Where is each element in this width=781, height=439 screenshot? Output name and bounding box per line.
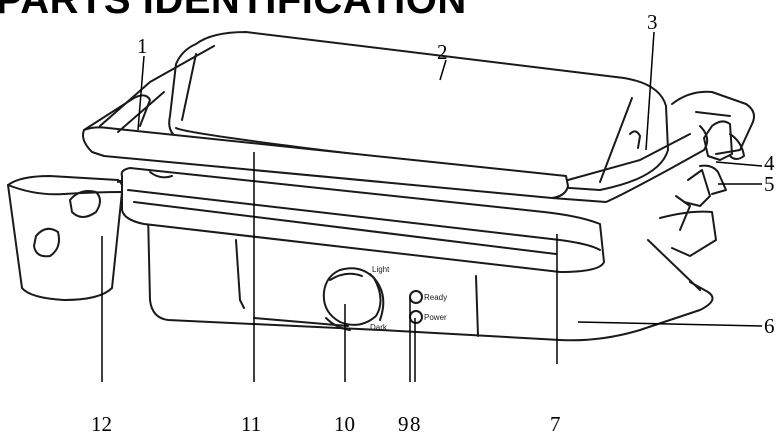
callout-2: 2 (437, 40, 448, 64)
leader-lines (101, 31, 763, 382)
callout-8: 8 (410, 412, 421, 436)
page-heading: PARTS IDENTIFICATION (0, 0, 467, 22)
grill-base (147, 210, 717, 342)
ready-light-label: Ready (424, 293, 447, 302)
drip-cup (7, 175, 141, 301)
callout-1: 1 (137, 34, 148, 58)
callout-3: 3 (647, 10, 658, 34)
temperature-knob (322, 267, 385, 331)
callout-4: 4 (764, 151, 775, 175)
power-light-label: Power (424, 313, 447, 322)
indicator-lights (409, 290, 423, 324)
callout-7: 7 (550, 412, 561, 436)
callout-12: 12 (91, 412, 112, 436)
callout-6: 6 (764, 314, 775, 338)
hinge-assembly (629, 90, 755, 231)
lower-plate (120, 167, 605, 273)
callout-5: 5 (764, 172, 775, 196)
callout-10: 10 (334, 412, 355, 436)
knob-label-dark: Dark (370, 323, 388, 332)
callout-9: 9 (398, 412, 409, 436)
callout-11: 11 (241, 412, 262, 436)
knob-label-light: Light (372, 265, 390, 274)
